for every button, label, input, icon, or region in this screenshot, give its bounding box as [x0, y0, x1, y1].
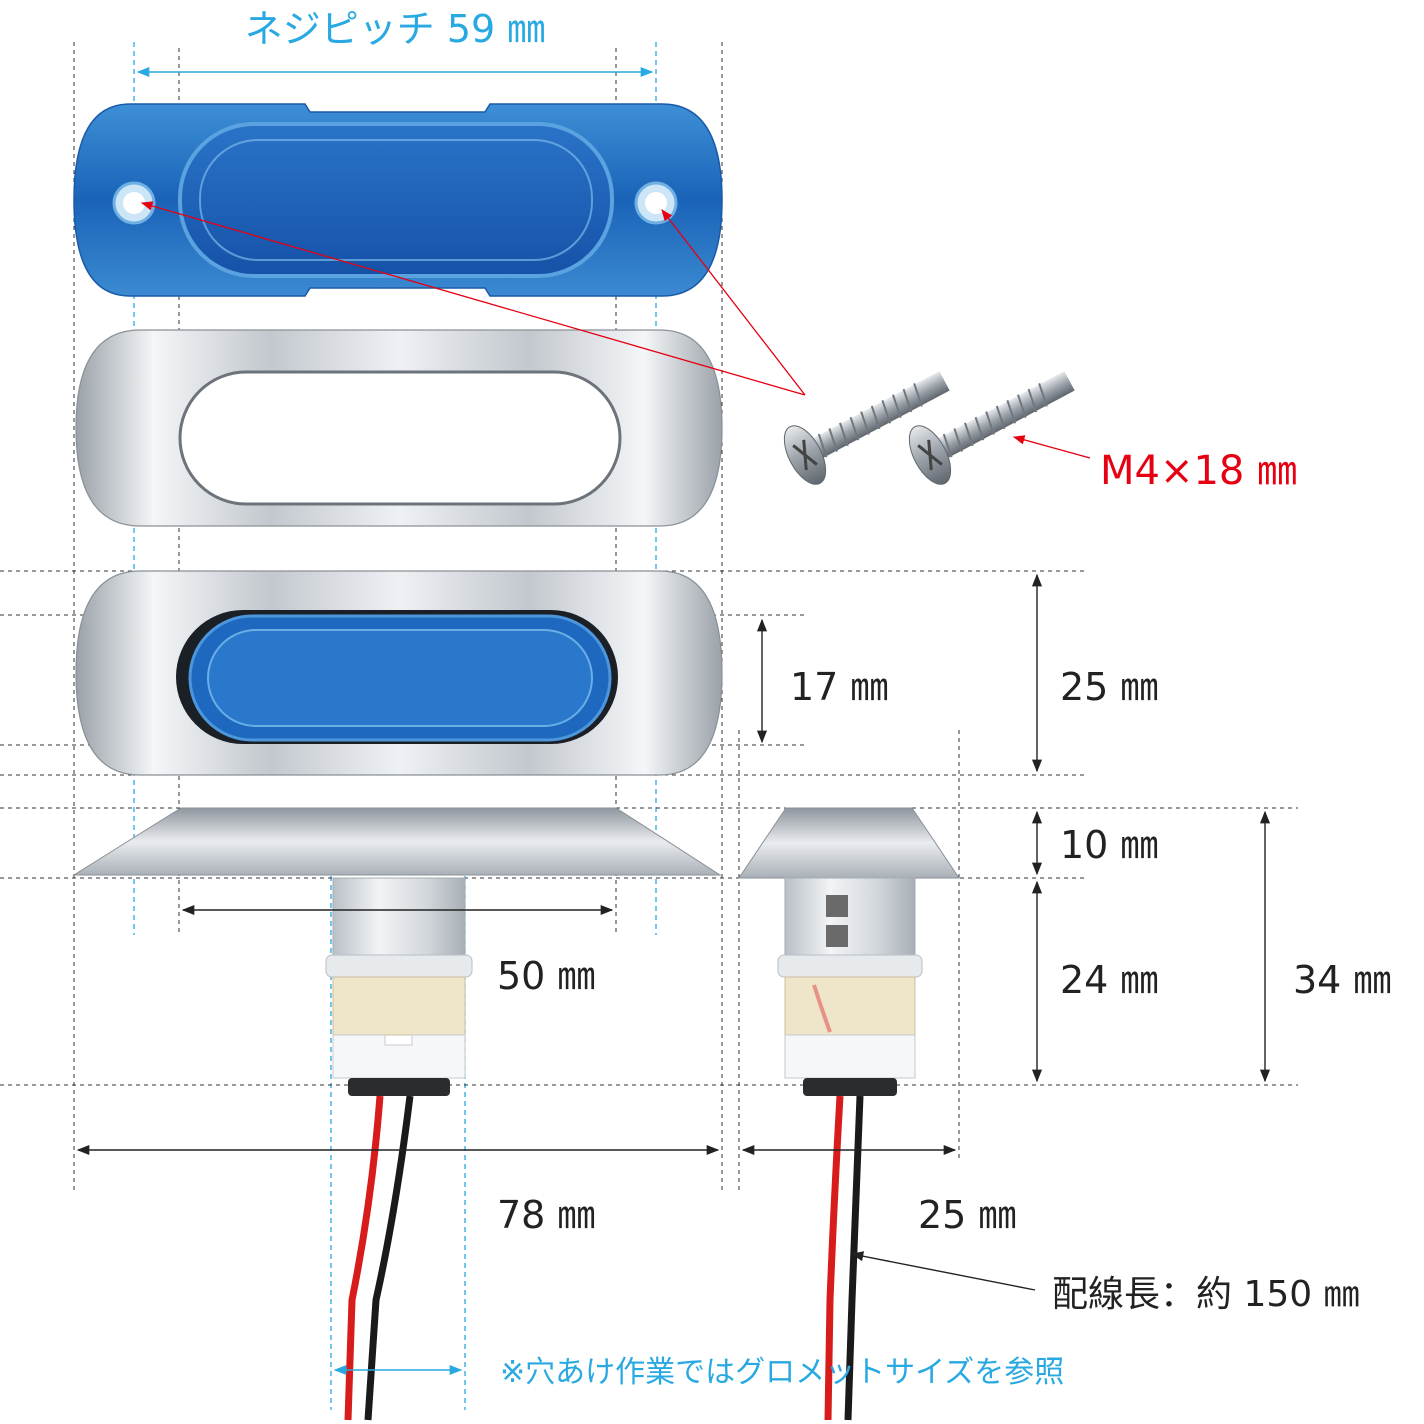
screws — [783, 371, 1075, 485]
side-profile-center — [72, 807, 722, 1421]
assembled-front-view — [75, 570, 723, 776]
blue-lens-part — [73, 103, 723, 297]
screw-size-label: M4×18 ㎜ — [1100, 448, 1297, 494]
inner-width-label: 50 ㎜ — [497, 954, 595, 998]
screw-2 — [908, 371, 1075, 485]
total-depth-label: 34 ㎜ — [1293, 958, 1391, 1002]
side-width-label: 25 ㎜ — [918, 1193, 1016, 1237]
chrome-bezel-part — [75, 329, 723, 527]
side-profile-right — [738, 807, 960, 1421]
lens-height-label: 17 ㎜ — [790, 665, 888, 709]
screw-leader-lines — [140, 201, 1091, 459]
screw-1 — [783, 371, 950, 485]
body-depth-label: 24 ㎜ — [1060, 958, 1158, 1002]
hole-note-label: ※穴あけ作業ではグロメットサイズを参照 — [500, 1355, 1064, 1390]
total-width-label: 78 ㎜ — [497, 1193, 595, 1237]
screw-pitch-label: ネジピッチ 59 ㎜ — [245, 7, 546, 51]
bezel-depth-label: 10 ㎜ — [1060, 823, 1158, 867]
dimension-arrows — [76, 66, 1271, 1376]
wire-length-label: 配線長：約 150 ㎜ — [1052, 1274, 1360, 1315]
total-height-label: 25 ㎜ — [1060, 665, 1158, 709]
